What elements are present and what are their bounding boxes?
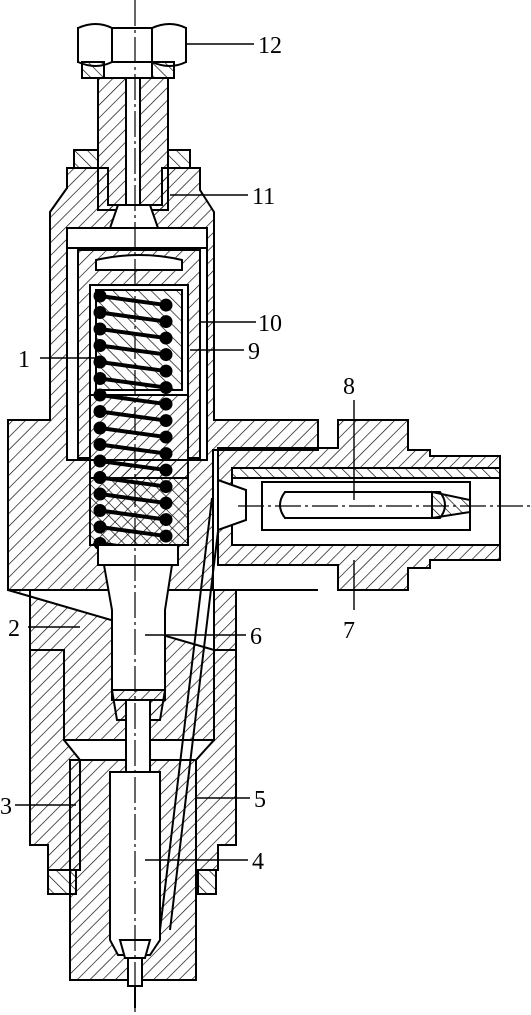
fuel-passage <box>159 497 223 931</box>
pressure-spring <box>93 289 173 560</box>
callout-1: 1 <box>18 347 30 373</box>
spring-coil-end <box>159 430 173 444</box>
spring-coil-end <box>93 306 107 319</box>
adjusting-screw <box>73 77 191 229</box>
callout-12: 12 <box>258 33 282 59</box>
spring-coil-end <box>93 471 107 484</box>
callout-3: 3 <box>0 794 12 820</box>
callout-5: 5 <box>254 787 266 813</box>
spring-coil-end <box>159 496 173 510</box>
spring-coil <box>99 393 167 407</box>
leader-lines <box>15 43 355 861</box>
spring-coil-end <box>93 388 107 402</box>
spring-coil-end <box>93 405 107 418</box>
spring-coil-end <box>93 339 107 352</box>
spring-coil <box>99 360 167 374</box>
spring-coil-end <box>93 454 107 468</box>
spring-coil-end <box>159 348 173 362</box>
callout-4: 4 <box>252 849 264 875</box>
spring-coil-end <box>93 289 107 303</box>
spring-coil-end <box>159 298 173 312</box>
spring-coil <box>99 459 167 473</box>
spring-coil-end <box>159 480 173 494</box>
spring-coil-end <box>159 331 173 345</box>
spring-coil-end <box>159 529 173 543</box>
spring-coil-end <box>159 414 173 428</box>
callout-8: 8 <box>343 374 355 400</box>
spring-coil-end <box>93 372 107 385</box>
spring-coil <box>99 327 167 341</box>
callout-6: 6 <box>250 624 262 650</box>
spring-coil-end <box>93 355 107 369</box>
spring-coil <box>99 310 167 324</box>
center-lines <box>134 0 531 1012</box>
spring-coil-end <box>93 520 107 534</box>
callout-9: 9 <box>248 339 260 365</box>
spring-coil-end <box>93 438 107 451</box>
nozzle-body <box>69 759 197 1008</box>
lock-nut <box>77 23 187 79</box>
spring-coil <box>99 492 167 506</box>
spring-coil-end <box>159 397 173 411</box>
spring-coil-end <box>159 315 173 329</box>
spring-coil <box>99 426 167 440</box>
spring-coil <box>99 525 167 539</box>
spring-coil-end <box>159 513 173 527</box>
callout-7: 7 <box>343 618 355 644</box>
spring-coil <box>99 475 167 489</box>
spring-coil <box>99 376 167 390</box>
inlet-fitting <box>217 419 501 591</box>
spring-coil <box>99 442 167 456</box>
spring-coil-end <box>159 364 173 378</box>
spring-coil-end <box>159 447 173 461</box>
spring-coil <box>99 409 167 423</box>
callout-11: 11 <box>252 184 275 210</box>
callout-labels: 12 11 10 9 1 8 7 2 6 3 5 4 <box>0 33 355 875</box>
spring-coil-end <box>93 322 107 336</box>
callout-2: 2 <box>8 616 20 642</box>
spring-coil-end <box>159 463 173 477</box>
spring-cap <box>66 227 208 271</box>
push-rod <box>97 544 179 773</box>
spring-coil <box>99 294 167 308</box>
spring-coil <box>99 343 167 357</box>
spring-coil-end <box>93 504 107 517</box>
spring-coil-end <box>159 381 173 395</box>
spring-coil-end <box>93 487 107 501</box>
spring-coil <box>99 508 167 522</box>
spring-coil-end <box>93 421 107 435</box>
callout-10: 10 <box>258 311 282 337</box>
